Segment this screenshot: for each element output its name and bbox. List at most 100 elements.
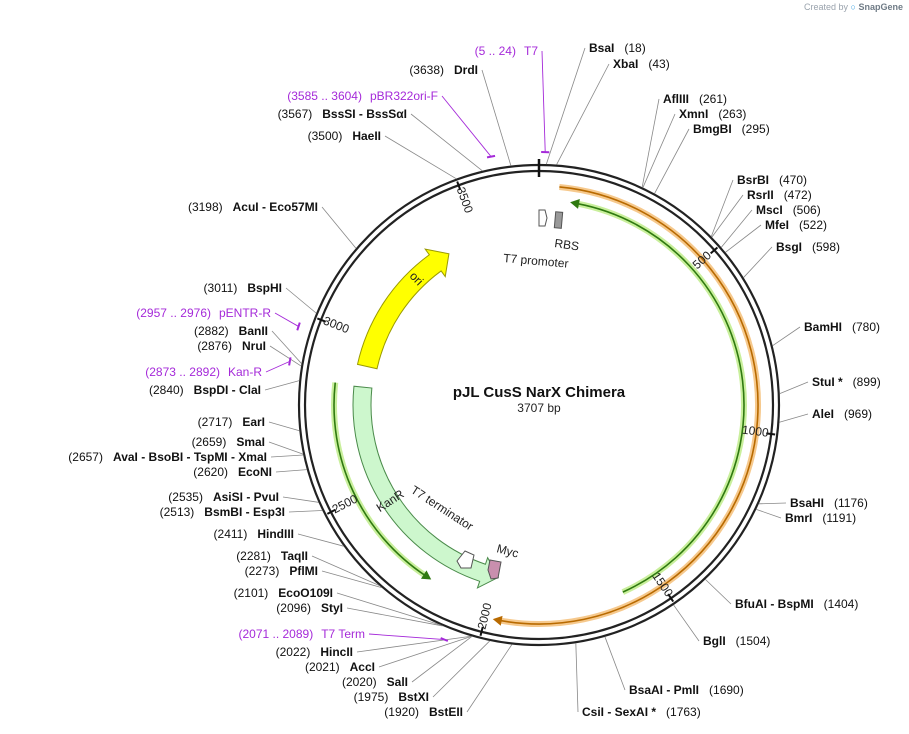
- site-label: (3011)BspHI: [204, 281, 282, 295]
- site-label: BsaHI(1176): [790, 496, 868, 510]
- scale-tick-2000: [479, 626, 484, 636]
- primer-label: (2071 .. 2089)T7 Term: [238, 627, 365, 641]
- site-label: AflIII(261): [663, 92, 727, 106]
- site-name: AleI: [812, 407, 834, 421]
- site-name: EcoNI: [238, 465, 272, 479]
- site-leader-line: [356, 635, 472, 653]
- primer-leader-line: [265, 360, 290, 373]
- site-label: (2273)PflMI: [245, 564, 318, 578]
- site-position: (2657): [68, 450, 103, 464]
- ori-arrow: [356, 248, 450, 370]
- site-leader-line: [269, 345, 302, 367]
- primer-name: T7: [524, 44, 538, 58]
- site-leader-line: [575, 643, 579, 713]
- site-position: (780): [852, 320, 880, 334]
- site-position: (261): [699, 92, 727, 106]
- site-leader-line: [743, 246, 773, 278]
- kanr-arrow: [352, 385, 500, 589]
- primer-bar: [288, 357, 292, 366]
- site-position: (506): [793, 203, 821, 217]
- scale-tick-3500: [456, 181, 462, 191]
- site-position: (3567): [278, 107, 313, 121]
- site-leader-line: [378, 635, 472, 668]
- site-leader-line: [321, 206, 357, 249]
- site-position: (18): [624, 41, 645, 55]
- primer-bar: [486, 154, 496, 159]
- site-label: CsiI - SexAI *(1763): [582, 705, 701, 719]
- site-leader-line: [410, 113, 483, 172]
- site-name: RsrII: [747, 188, 774, 202]
- site-position: (263): [718, 107, 746, 121]
- site-name: BsaAI - PmlI: [629, 683, 699, 697]
- site-leader-line: [556, 63, 610, 165]
- site-label: BsrBI(470): [737, 173, 807, 187]
- site-position: (2281): [236, 549, 271, 563]
- credit-brand: SnapGene: [858, 2, 903, 12]
- site-position: (2840): [149, 383, 184, 397]
- site-position: (2101): [234, 586, 269, 600]
- site-position: (2096): [276, 601, 311, 615]
- site-name: AsiSI - PvuI: [213, 490, 279, 504]
- site-label: (2620)EcoNI: [193, 465, 272, 479]
- rbs-box: [553, 211, 564, 229]
- site-label: (2840)BspDI - ClaI: [149, 383, 261, 397]
- site-position: (3011): [204, 281, 238, 295]
- site-name: BamHI: [804, 320, 842, 334]
- site-name: BanII: [239, 324, 268, 338]
- site-position: (1176): [834, 496, 868, 510]
- site-label: XbaI(43): [613, 57, 670, 71]
- site-label: (2535)AsiSI - PvuI: [168, 490, 279, 504]
- t7-promoter-label: T7 promoter: [503, 251, 569, 271]
- site-name: StyI: [321, 601, 343, 615]
- primer-leader-line: [541, 50, 546, 153]
- orf-inner-arrowhead: [570, 199, 580, 209]
- kanr-orf-arrowhead: [420, 570, 432, 580]
- site-position: (2717): [198, 415, 233, 429]
- site-leader-line: [642, 113, 676, 188]
- site-label: (2659)SmaI: [192, 435, 265, 449]
- site-position: (3638): [409, 63, 444, 77]
- primer-position: (2957 .. 2976): [136, 306, 211, 320]
- site-position: (3500): [308, 129, 343, 143]
- orf-arcs: [331, 183, 761, 627]
- site-name: NruI: [242, 339, 266, 353]
- site-name: BmgBI: [693, 122, 732, 136]
- credit-prefix: Created by: [803, 2, 849, 12]
- orf-arc-inner: [576, 202, 745, 593]
- site-label: (2411)HindIII: [214, 527, 294, 541]
- site-leader-line: [720, 209, 753, 248]
- primer-position: (2873 .. 2892): [145, 365, 220, 379]
- site-leader-line: [311, 555, 380, 586]
- primer-leader-line: [368, 633, 445, 641]
- site-name: XmnI: [679, 107, 708, 121]
- site-leader-line: [268, 441, 304, 455]
- scale-tick-label: 3500: [454, 185, 476, 215]
- site-leader-line: [275, 469, 307, 473]
- site-leader-line: [654, 128, 690, 194]
- t7-promoter-arrow: [538, 209, 548, 227]
- primer-leader-line: [441, 95, 492, 157]
- site-position: (295): [742, 122, 770, 136]
- site-label: BsaAI - PmlI(1690): [629, 683, 744, 697]
- site-position: (2659): [192, 435, 227, 449]
- site-position: (2876): [197, 339, 232, 353]
- site-leader-line: [270, 454, 304, 458]
- site-label: (2022)HincII: [276, 645, 353, 659]
- site-leader-line: [288, 510, 323, 513]
- primer-label: (2873 .. 2892)Kan-R: [145, 365, 262, 379]
- site-position: (598): [812, 240, 840, 254]
- site-position: (2020): [342, 675, 377, 689]
- site-name: HindIII: [257, 527, 294, 541]
- site-position: (1404): [824, 597, 859, 611]
- site-position: (1763): [666, 705, 701, 719]
- site-leader-line: [772, 326, 801, 347]
- site-name: BsaI: [589, 41, 614, 55]
- site-leader-line: [336, 592, 441, 626]
- site-leader-line: [282, 496, 319, 503]
- snapgene-credit: Created by ○ SnapGene: [804, 2, 903, 12]
- site-leader-line: [545, 47, 586, 165]
- site-label: XmnI (263): [679, 107, 746, 121]
- primer-position: (2071 .. 2089): [238, 627, 313, 641]
- rbs-label: RBS: [554, 236, 580, 253]
